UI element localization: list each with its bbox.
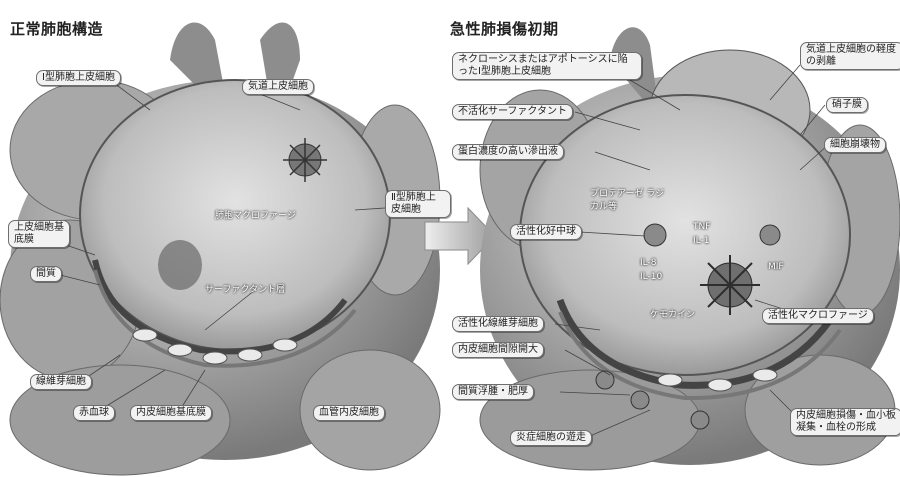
label-type2-epithelial-cell: Ⅱ型肺胞上皮細胞	[385, 190, 451, 218]
label-surfactant-layer: サーファクタント層	[205, 282, 285, 295]
label-inflammatory-cell-migration: 炎症細胞の遊走	[510, 430, 592, 446]
label-mif: MIF	[768, 262, 784, 272]
label-endothelial-basement-membrane: 内皮細胞基底膜	[130, 405, 212, 421]
label-activated-fibroblast: 活性化線維芽細胞	[452, 316, 544, 332]
label-alveolar-macrophage: 肺胞マクロファージ	[215, 208, 296, 221]
label-type1-epithelial-cell: Ⅰ型肺胞上皮細胞	[36, 70, 121, 86]
label-vascular-endothelial-cell: 血管内皮細胞	[313, 405, 385, 421]
label-endothelial-gap-widening: 内皮細胞間隙開大	[452, 342, 544, 358]
label-chemokine: ケモカイン	[650, 307, 695, 320]
label-cell-debris: 細胞崩壊物	[824, 137, 886, 153]
label-hyaline-membrane: 硝子膜	[826, 97, 868, 113]
label-activated-neutrophil: 活性化好中球	[510, 224, 582, 240]
label-il10: IL-10	[640, 272, 662, 282]
label-inactivated-surfactant: 不活化サーファクタント	[452, 104, 573, 120]
label-airway-epithelial-cell: 気道上皮細胞	[242, 79, 314, 95]
label-protein-rich-exudate: 蛋白濃度の高い滲出液	[452, 144, 564, 160]
label-airway-epithelial-detachment: 気道上皮細胞の軽度の剥離	[800, 42, 900, 70]
label-interstitial-edema: 間質浮腫・肥厚	[452, 384, 534, 400]
label-necrotic-type1-cell: ネクローシスまたはアポトーシスに陥ったⅠ型肺胞上皮細胞	[452, 52, 642, 80]
label-protease-radicals: プロテアーゼ ラジカル等	[590, 186, 670, 212]
left-alveolus	[80, 80, 390, 366]
label-endothelial-injury-thrombus: 内皮細胞損傷・血小板凝集・血栓の形成	[790, 408, 900, 436]
label-il8: IL-8	[640, 258, 656, 268]
label-activated-macrophage: 活性化マクロファージ	[762, 308, 874, 324]
label-red-blood-cell: 赤血球	[73, 405, 115, 421]
label-tnf: TNF	[693, 222, 710, 232]
label-il1: IL-1	[693, 236, 709, 246]
label-epithelial-basement-membrane: 上皮細胞基底膜	[8, 220, 70, 248]
label-fibroblast: 線維芽細胞	[30, 374, 92, 390]
label-interstitium: 間質	[30, 266, 62, 282]
